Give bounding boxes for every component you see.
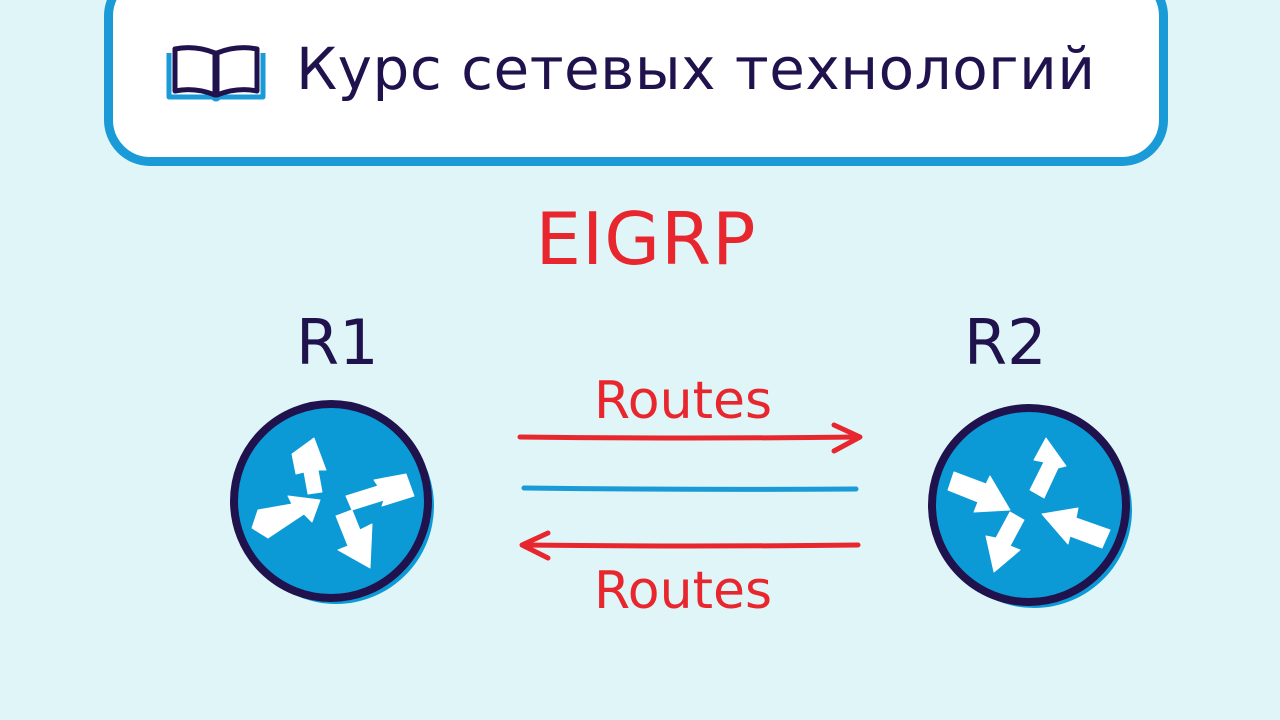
link-line <box>521 485 859 492</box>
routes-label-bottom: Routes <box>594 561 773 621</box>
router-label-r2: R2 <box>964 306 1047 379</box>
routes-label-top: Routes <box>594 371 773 431</box>
router-icon <box>928 404 1132 608</box>
open-book-icon <box>166 45 266 102</box>
router-label-r1: R1 <box>296 306 379 379</box>
arrow-left-line <box>519 530 861 561</box>
protocol-title: EIGRP <box>535 197 757 281</box>
title-card: Курс сетевых технологий <box>104 0 1168 166</box>
course-title: Курс сетевых технологий <box>296 35 1096 103</box>
router-icon <box>230 400 434 604</box>
